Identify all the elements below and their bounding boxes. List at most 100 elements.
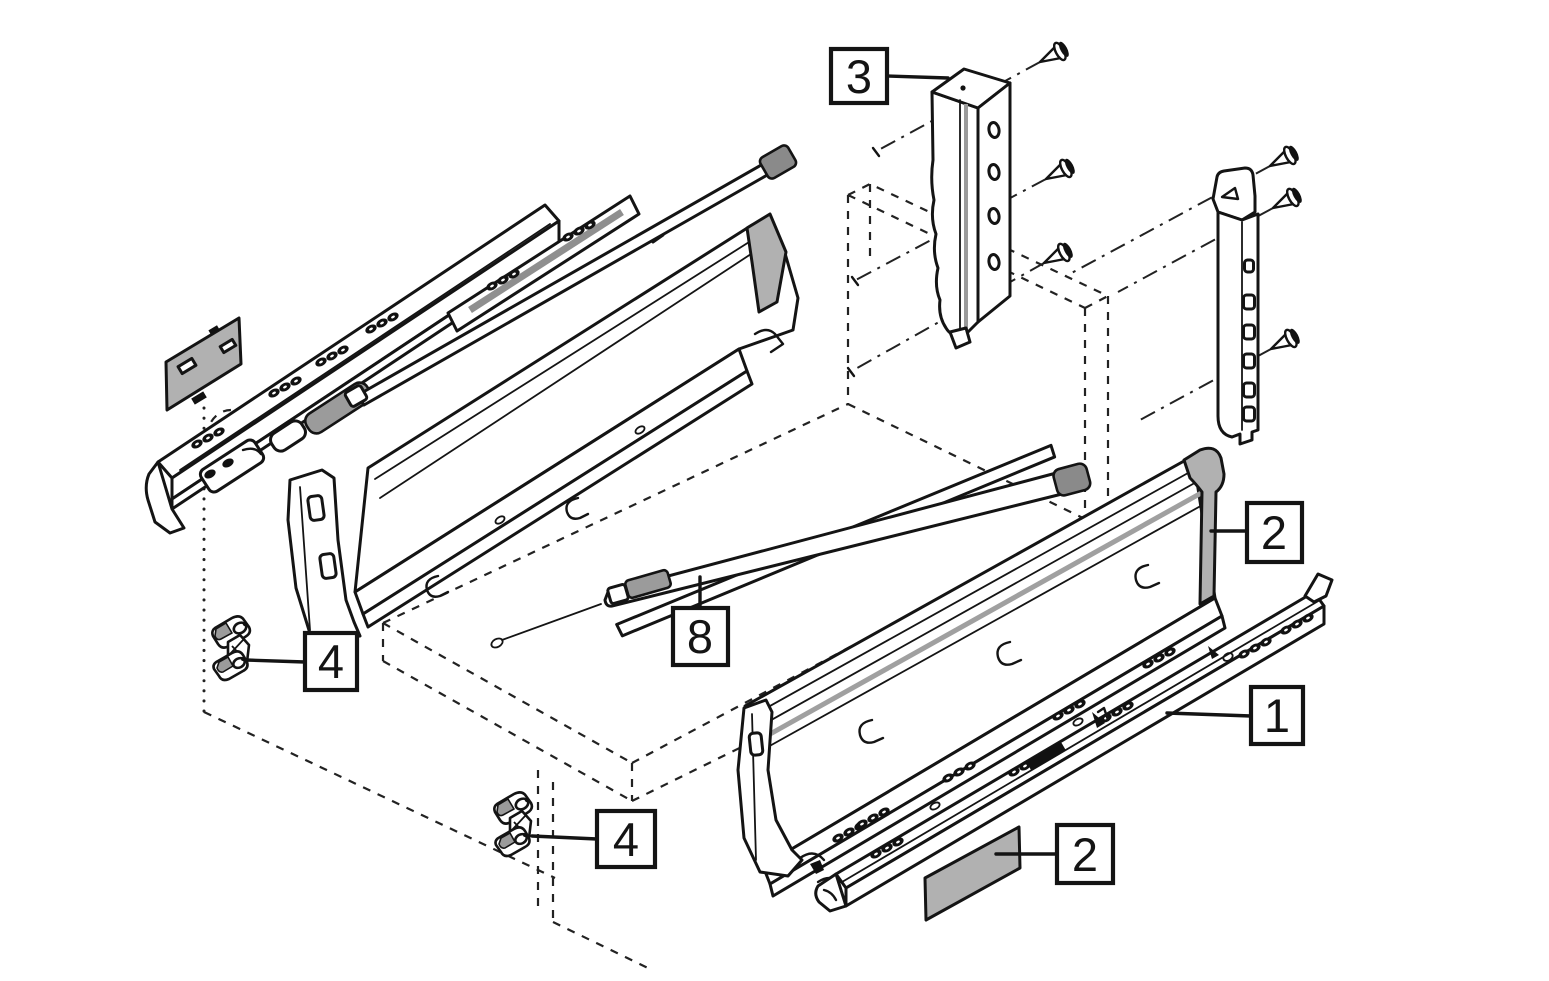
right-profile-hole [929,801,941,811]
right-bracket-slot [747,731,765,757]
bracket-slot [306,494,326,522]
profile-hook [565,496,590,520]
callout-3: 3 [828,46,950,106]
bracket-right-slot [1243,258,1255,274]
bracket-inner-line [299,486,311,631]
rod-collar [606,583,630,605]
callout-8-box [670,605,731,668]
front-hook-pin [810,860,824,874]
lock-pin [204,469,216,479]
right-profile-hole [1072,717,1084,727]
rail1-back-hook [1303,572,1334,604]
left-rod-collar [343,384,369,408]
rail1-front-tip-detail [822,888,838,902]
rod-end-cap [1052,462,1092,497]
rail-front-end [144,460,186,535]
callout-4-left-box [302,630,360,693]
callout-2-bottom-box [1054,822,1116,886]
front-fixing-clip-bottom [493,791,534,858]
back-fixing-bracket-left [930,67,1012,350]
right-profile-gray-stripe [761,489,1205,741]
plate-mark [208,325,220,335]
callout-1-box [1248,684,1306,747]
panel-hole-tick-1 [871,146,881,158]
bracket3-hole [987,163,1001,181]
right-profile-top-double [751,467,1198,717]
profile-back-hook [753,328,785,354]
bracket-right-slot [1242,405,1256,423]
callout-1-leader [1165,711,1253,718]
rail1-flag [1208,646,1219,659]
bottom-panel-front-edge [382,622,633,764]
left-drawer-side-profile [286,212,800,642]
bottom-panel-thickness [381,623,921,802]
rail1-latch [1026,741,1066,771]
bracket3-hole [987,253,1001,271]
bracket-slot [318,552,338,580]
bracket3-left-face [930,90,980,338]
callout-2-right-label: 2 [1261,506,1287,559]
callout-1-label: 1 [1264,689,1290,742]
profile-hole [634,425,646,435]
rail1-flag [1092,712,1105,728]
bracket3-hole [987,207,1001,225]
right-profile-ridge-1 [756,479,1201,729]
screw [1034,38,1073,72]
front-lock-slider [198,438,266,494]
bracket-right-slot [1242,381,1256,399]
cover-plate [164,316,243,412]
callout-1: 1 [1165,684,1306,747]
bracket3-front-face [976,81,1012,324]
callout-8: 8 [670,575,731,668]
rail-inner-line [179,223,551,471]
callout-4-left-leader [244,658,307,664]
lock-pin [222,458,234,468]
rail1-side-face [844,604,1326,908]
screws-for-bracket-3 [1034,38,1079,273]
bracket-right-flap [1211,166,1257,222]
profile-hole [494,515,506,525]
profile-back-cap [745,212,788,314]
screws-for-right-bracket [1264,142,1306,359]
gallery-holder-shadow [468,209,624,313]
callout-2-right-box [1244,500,1305,565]
profile-top-double-line [374,236,758,480]
cabinet-rail [814,572,1334,913]
profile-hook [425,574,450,598]
callout-4-left: 4 [244,630,360,693]
callout-3-leader [885,74,950,80]
bracket3-hole [987,121,1001,139]
rod-axis-hole [490,637,504,649]
rod-axis-line [501,603,602,641]
panel-hole-tick-3 [846,366,856,378]
bracket-right-slot [1242,293,1256,311]
right-profile-bottom-lip [768,614,1227,898]
callout-3-box [828,46,890,106]
right-profile-hook [858,718,885,744]
rail1-joint-tick [1096,706,1110,722]
right-profile-hook [1134,563,1161,589]
gallery-rod [490,443,1092,649]
bottom-panel-left-edge [382,403,849,624]
callout-2-bottom-label: 2 [1072,828,1098,881]
bracket-right-slot [1242,323,1256,341]
callout-4-bottom: 4 [530,808,658,870]
plate-slot [176,356,198,376]
screw [1040,155,1079,189]
right-profile-hook [996,640,1023,666]
callout-3-label: 3 [846,50,872,103]
right-profile-back-cap [1182,446,1226,606]
lock-lever [241,447,263,456]
screw [1267,184,1306,218]
profile-mid-ridge [379,253,752,499]
callout-4-bottom-leader [530,834,599,841]
cover-plate [923,825,1022,922]
profile-bottom-lip [361,369,754,629]
plate-tab [191,391,207,405]
bracket3-bottom-tab [948,326,972,350]
callout-8-label: 8 [687,610,713,663]
callout-4-bottom-label: 4 [613,813,639,866]
right-profile-ridge-2 [765,502,1207,749]
